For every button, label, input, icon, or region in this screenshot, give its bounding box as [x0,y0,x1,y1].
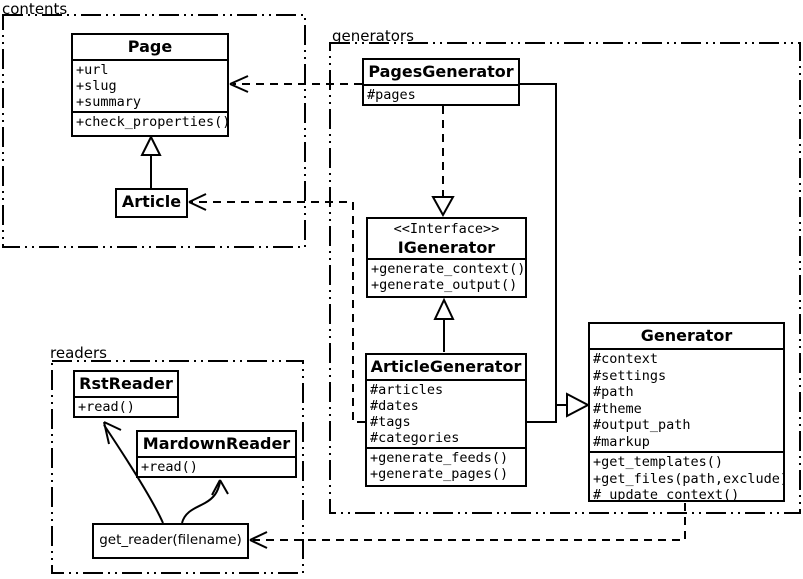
class-box-rstreader: RstReader +read() [73,370,179,418]
method-row: +get_templates() [593,454,724,470]
method-row: +generate_output() [371,277,518,293]
attr-row: #theme [593,400,642,417]
class-box-article: Article [115,188,188,218]
class-title-generator: Generator [590,324,783,350]
class-methods-igenerator: +generate_context()+generate_output() [368,260,525,294]
class-box-generator: Generator #context#settings#path#theme#o… [588,322,785,502]
contents-package-border [2,14,306,248]
inheritance-arrow-article-to-page [140,134,162,188]
class-attrs-pagesgenerator: #pages [364,86,518,104]
class-attrs-articlegenerator: #articles#dates#tags#categories [367,381,525,449]
class-box-igenerator: <<Interface>> IGenerator +generate_conte… [366,217,527,298]
method-row: +read() [78,399,135,415]
attr-row: +url [76,62,109,78]
class-methods-rstreader: +read() [75,398,177,416]
attr-row: +summary [76,94,142,110]
attr-row: #categories [370,430,460,446]
method-row: +read() [141,459,198,475]
class-box-articlegenerator: ArticleGenerator #articles#dates#tags#ca… [365,353,527,487]
inheritance-arrow-articlegenerator-to-igenerator [433,297,455,352]
call-arrow-getreader-to-mardownreader [181,479,229,524]
class-title-igenerator: IGenerator [368,237,525,260]
class-attrs-page: +url+slug+summary [73,61,227,113]
class-attrs-generator: #context#settings#path#theme#output_path… [590,350,783,453]
attr-row: #dates [370,398,419,414]
attr-row: #settings [593,367,667,384]
attr-row: #context [593,351,659,367]
class-box-mardownreader: MardownReader +read() [136,430,297,478]
contents-package-label: contents [2,0,68,18]
class-title-pagesgenerator: PagesGenerator [364,60,518,86]
attr-row: #pages [367,87,416,103]
attr-row: #output_path [593,417,691,433]
readers-package-border [51,360,304,574]
class-title-article: Article [121,192,182,211]
class-methods-mardownreader: +read() [138,458,295,476]
class-methods-page: +check_properties() [73,113,227,131]
method-row: +get_files(path,exclude) [593,470,785,487]
dependency-arrow-generator-to-getreader [249,503,686,549]
method-row: #_update_context() [593,487,740,502]
class-methods-articlegenerator: +generate_feeds()+generate_pages() [367,449,525,483]
realization-arrow-pagesgenerator-to-igenerator [431,106,455,218]
method-row: +generate_feeds() [370,450,509,466]
method-row: +check_properties() [76,114,229,130]
attr-row: +slug [76,78,117,94]
class-title-mardownreader: MardownReader [138,432,295,458]
attr-row: #tags [370,414,411,430]
generators-package-border [329,42,801,514]
dependency-arrow-pagesgenerator-to-page [229,75,362,93]
readers-package-label: readers [50,344,107,362]
class-title-articlegenerator: ArticleGenerator [367,355,525,381]
class-title-rstreader: RstReader [75,372,177,398]
class-methods-generator: +get_templates()+get_files(path,exclude)… [590,453,785,502]
method-row: +generate_context() [371,261,526,277]
attr-row: #path [593,384,634,400]
function-node-get-reader: get_reader(filename) [92,523,249,559]
class-box-pagesgenerator: PagesGenerator #pages [362,58,520,106]
generators-package-label: generators [332,27,414,45]
attr-row: #articles [370,382,444,398]
attr-row: #markup [593,433,650,450]
class-stereotype-igenerator: <<Interface>> [393,221,500,237]
dependency-arrow-articlegenerator-to-article [188,193,365,423]
class-box-page: Page +url+slug+summary +check_properties… [71,33,229,137]
method-row: +generate_pages() [370,466,509,482]
inheritance-arrow-generators-to-generator [520,83,591,423]
class-title-page: Page [73,35,227,61]
